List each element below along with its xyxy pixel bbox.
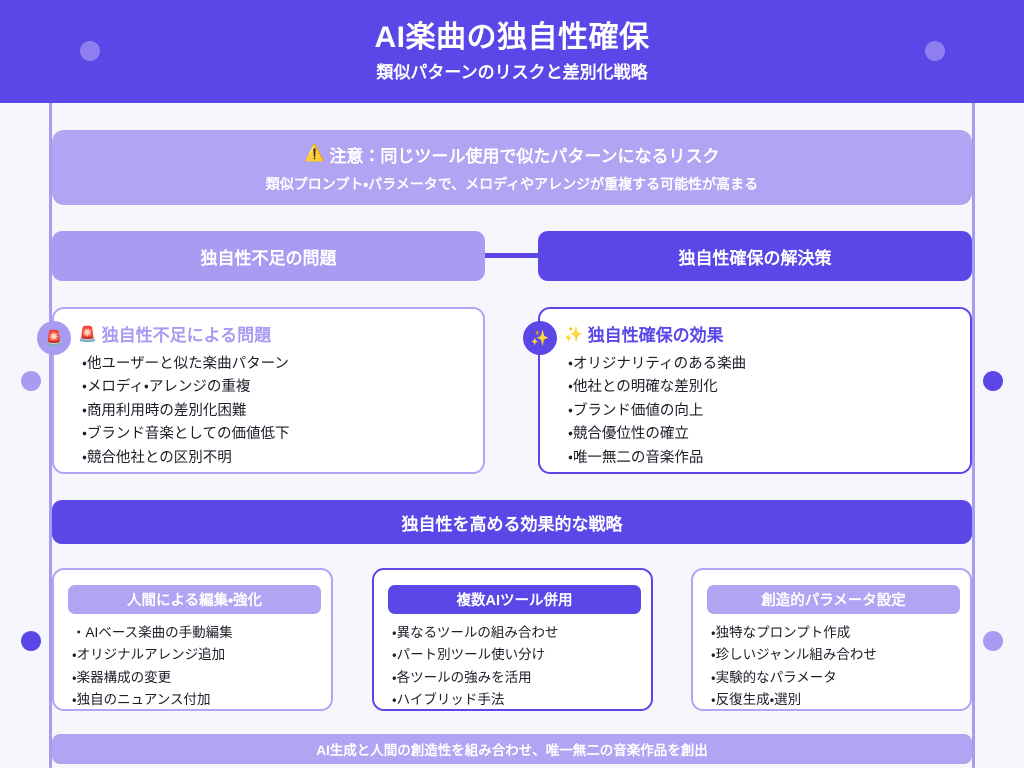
warning-banner-title-row: ⚠️ 注意：同じツール使用で似たパターンになるリスク	[304, 142, 719, 167]
list-item: 独特なプロンプト作成	[711, 622, 877, 644]
strategy-card-list: 異なるツールの組み合わせ パート別ツール使い分け 各ツールの強みを活用 ハイブリ…	[392, 622, 559, 712]
list-item: 他ユーザーと似た楽曲パターン	[82, 353, 290, 376]
strategy-card-list: AIベース楽曲の手動編集 オリジナルアレンジ追加 楽器構成の変更 独自のニュアン…	[72, 622, 233, 712]
warning-banner-subtitle: 類似プロンプト・パラメータで、メロディやアレンジが重複する可能性が高まる	[265, 175, 759, 192]
strategy-card-creative-parameters: 創造的パラメータ設定 独特なプロンプト作成 珍しいジャンル組み合わせ 実験的なパ…	[691, 568, 972, 711]
warning-banner-title: 注意：同じツール使用で似たパターンになるリスク	[329, 146, 720, 166]
list-item: AIベース楽曲の手動編集	[72, 622, 233, 644]
list-item: 唯一無二の音楽作品	[568, 447, 746, 470]
pill-connector-line	[485, 253, 538, 258]
list-item: 珍しいジャンル組み合わせ	[711, 644, 877, 666]
right-rail-line	[972, 103, 975, 768]
footer-summary-bar: AI生成と人間の創造性を組み合わせ、唯一無二の音楽作品を創出	[52, 734, 972, 764]
card-problem-heading-row: 🚨 独自性不足による問題	[78, 321, 271, 346]
list-item: ハイブリッド手法	[392, 689, 558, 711]
decorative-dot-right-lower	[983, 631, 1003, 651]
card-problem: 🚨 🚨 独自性不足による問題 他ユーザーと似た楽曲パターン メロディ・アレンジの…	[37, 307, 485, 474]
card-solution: ✨ ✨ 独自性確保の効果 オリジナリティのある楽曲 他社との明確な差別化 ブラン…	[523, 307, 972, 474]
page-subtitle: 類似パターンのリスクと差別化戦略	[376, 63, 648, 82]
card-solution-heading: 独自性確保の効果	[587, 326, 724, 345]
list-item: メロディ・アレンジの重複	[82, 376, 290, 399]
list-item: 各ツールの強みを活用	[392, 667, 558, 689]
decorative-dot-right-upper	[983, 371, 1003, 391]
sparkles-icon: ✨	[564, 325, 583, 343]
card-solution-heading-row: ✨ 独自性確保の効果	[564, 321, 724, 346]
card-problem-heading: 独自性不足による問題	[101, 326, 272, 345]
warning-banner: ⚠️ 注意：同じツール使用で似たパターンになるリスク 類似プロンプト・パラメータ…	[52, 130, 972, 205]
list-item: オリジナルアレンジ追加	[72, 644, 233, 666]
sparkles-badge-icon: ✨	[523, 321, 557, 355]
list-item: ブランド価値の向上	[568, 400, 746, 423]
decorative-dot-left-upper	[21, 371, 41, 391]
pill-problem: 独自性不足の問題	[52, 231, 485, 281]
strategy-card-title: 人間による編集・強化	[68, 585, 321, 614]
strategy-card-title: 創造的パラメータ設定	[707, 585, 960, 614]
strategy-card-human-editing: 人間による編集・強化 AIベース楽曲の手動編集 オリジナルアレンジ追加 楽器構成…	[52, 568, 333, 711]
page-header: AI楽曲の独自性確保 類似パターンのリスクと差別化戦略	[0, 0, 1024, 103]
list-item: 他社との明確な差別化	[568, 376, 746, 399]
list-item: 楽器構成の変更	[72, 667, 233, 689]
list-item: パート別ツール使い分け	[392, 644, 558, 666]
warning-triangle-icon: ⚠️	[304, 145, 325, 162]
siren-icon: 🚨	[78, 325, 97, 343]
header-decorative-dot-left	[80, 41, 100, 61]
list-item: 商用利用時の差別化困難	[82, 400, 290, 423]
strategy-card-title: 複数AIツール併用	[388, 585, 641, 614]
pill-solution: 独自性確保の解決策	[538, 231, 972, 281]
left-rail-line	[49, 103, 52, 768]
header-decorative-dot-right	[925, 41, 945, 61]
list-item: 競合他社との区別不明	[82, 447, 290, 470]
card-solution-list: オリジナリティのある楽曲 他社との明確な差別化 ブランド価値の向上 競合優位性の…	[568, 353, 746, 470]
list-item: 競合優位性の確立	[568, 423, 746, 446]
siren-badge-icon: 🚨	[37, 321, 71, 355]
list-item: 異なるツールの組み合わせ	[392, 622, 559, 644]
list-item: 独自のニュアンス付加	[72, 689, 233, 711]
list-item: 実験的なパラメータ	[711, 667, 877, 689]
decorative-dot-left-lower	[21, 631, 41, 651]
strategy-section-header: 独自性を高める効果的な戦略	[52, 500, 972, 544]
card-problem-list: 他ユーザーと似た楽曲パターン メロディ・アレンジの重複 商用利用時の差別化困難 …	[82, 353, 290, 470]
strategy-card-list: 独特なプロンプト作成 珍しいジャンル組み合わせ 実験的なパラメータ 反復生成・選…	[711, 622, 877, 712]
list-item: オリジナリティのある楽曲	[568, 353, 746, 376]
strategy-card-multi-ai-tools: 複数AIツール併用 異なるツールの組み合わせ パート別ツール使い分け 各ツールの…	[372, 568, 653, 711]
list-item: 反復生成・選別	[711, 689, 877, 711]
list-item: ブランド音楽としての価値低下	[82, 423, 290, 446]
page-title: AI楽曲の独自性確保	[374, 21, 650, 54]
